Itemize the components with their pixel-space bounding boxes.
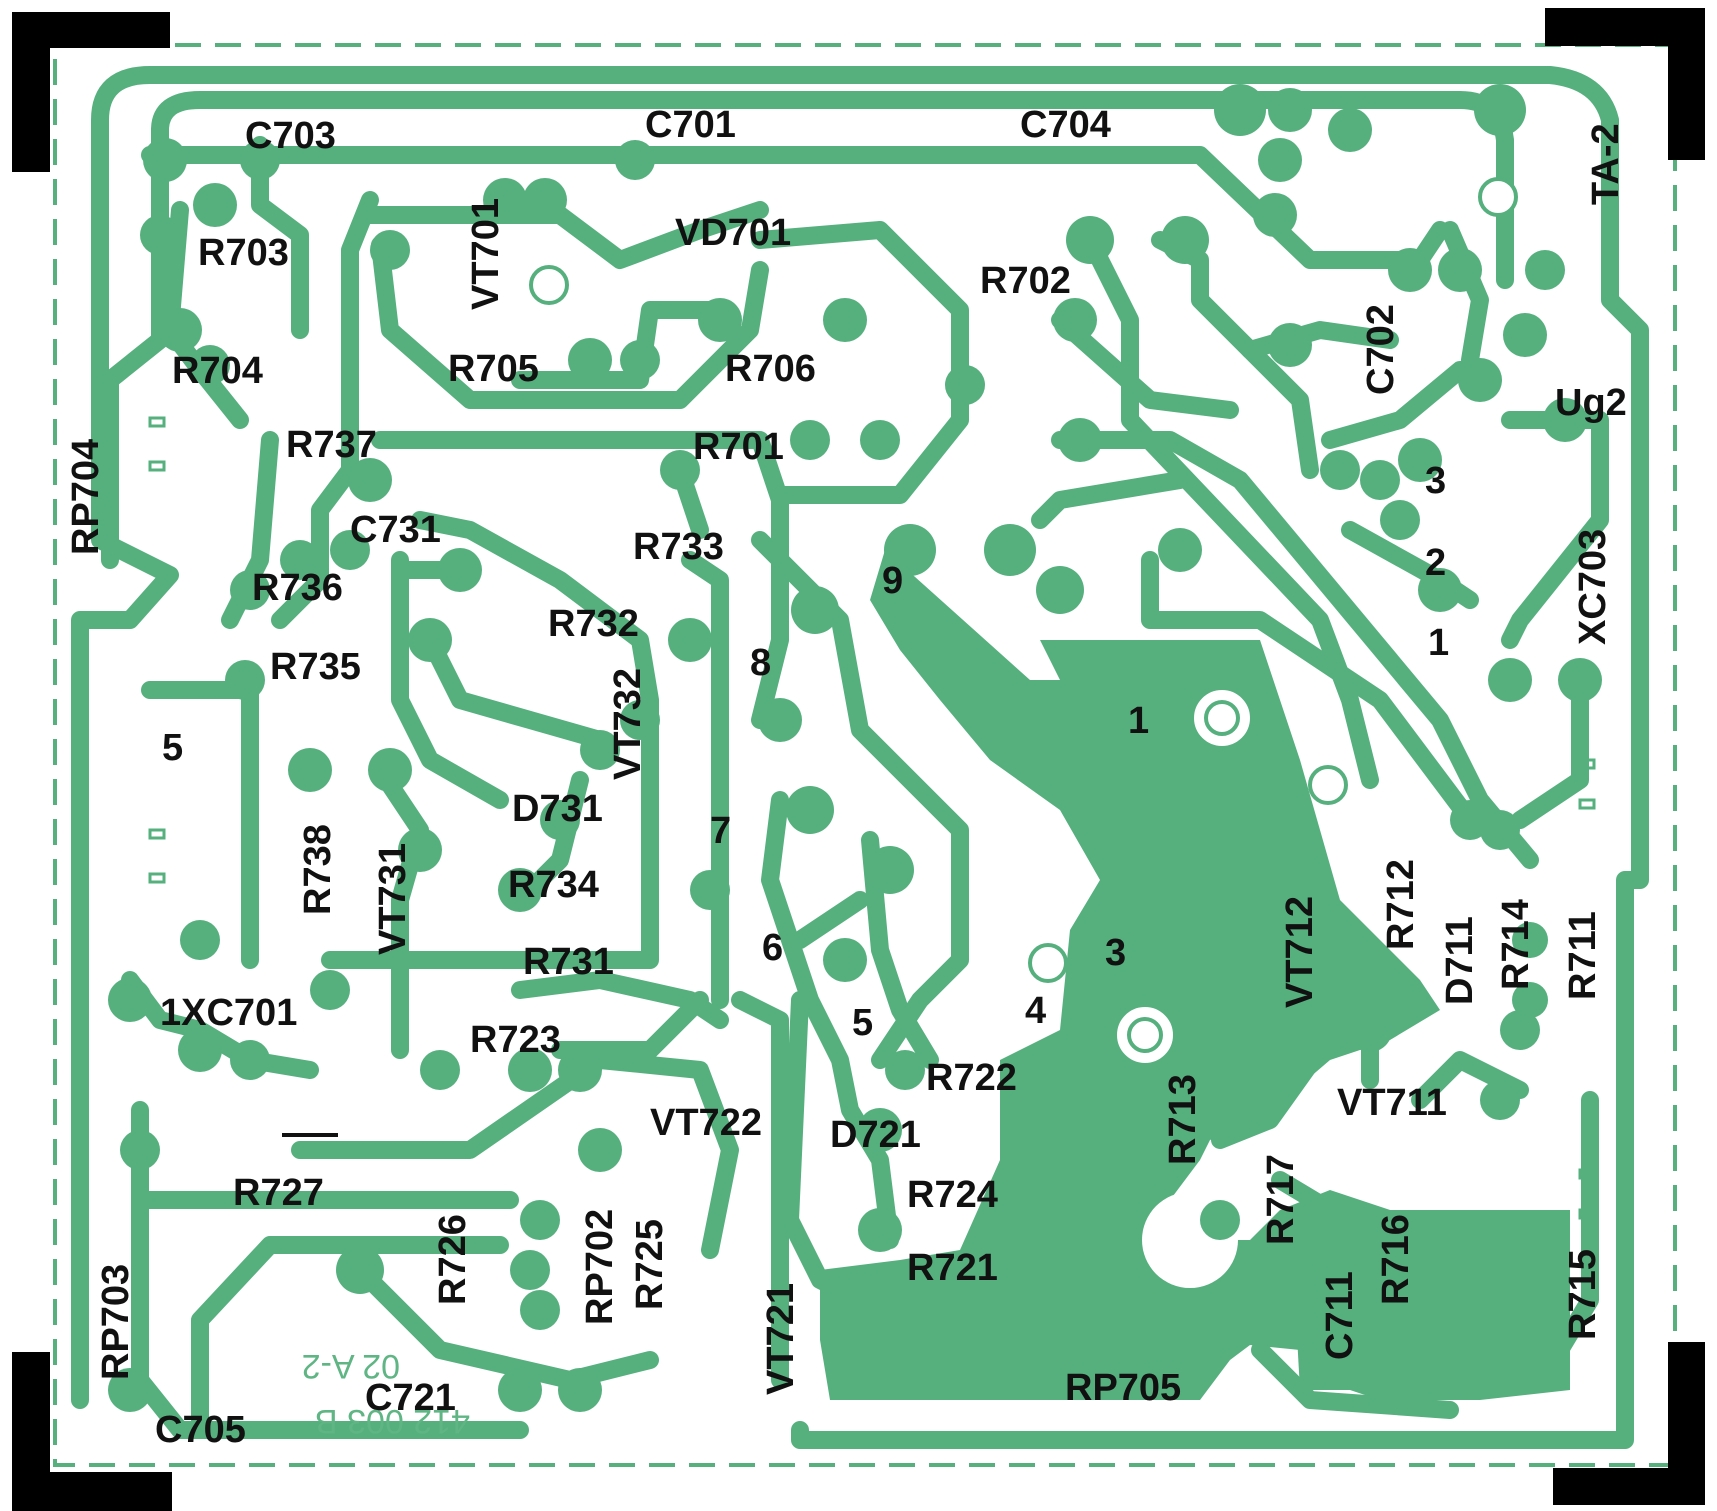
label-r736: R736: [252, 567, 343, 609]
ground-plane-finger: [1290, 1210, 1570, 1390]
label-r703: R703: [198, 232, 289, 274]
mirrored-text-line1: 02 A-2: [302, 1347, 400, 1385]
label-r726: R726: [432, 1214, 474, 1305]
label-r702: R702: [980, 260, 1071, 302]
label-r725: R725: [629, 1219, 671, 1310]
label-r731: R731: [523, 941, 614, 983]
label-r704: R704: [172, 350, 263, 392]
label-ug2: Ug2: [1555, 382, 1627, 424]
label-r738: R738: [297, 824, 339, 915]
label-r701: R701: [693, 426, 784, 468]
label-d711: D711: [1439, 916, 1481, 1005]
label-r734: R734: [508, 864, 599, 906]
mirrored-copper-text: 02 A-2 412 003 B: [302, 1347, 470, 1440]
label-r711: R711: [1562, 911, 1604, 1000]
label-rp705: RP705: [1065, 1367, 1181, 1409]
label-r727: R727: [233, 1172, 324, 1214]
label-c702: C702: [1360, 304, 1402, 395]
label-vt731: VT731: [372, 843, 414, 955]
label-vt732: VT732: [607, 668, 649, 780]
label-r735: R735: [270, 646, 361, 688]
label-r717: R717: [1260, 1154, 1302, 1245]
label-r716: R716: [1375, 1214, 1417, 1305]
ground-plane: [820, 550, 1570, 1400]
label-r705: R705: [448, 348, 539, 390]
label-pin1a: 1: [1428, 622, 1449, 664]
label-pin1b: 1: [1128, 700, 1149, 742]
copper-traces: [71, 66, 1649, 1449]
label-rp704: RP704: [65, 439, 107, 555]
label-ta2: TA-2: [1585, 123, 1627, 205]
label-c703: C703: [245, 115, 336, 157]
label-c704: C704: [1020, 104, 1111, 146]
label-pin7: 7: [710, 810, 731, 852]
label-d721: D721: [830, 1114, 921, 1156]
label-r714: R714: [1495, 899, 1537, 990]
label-vt721: VT721: [760, 1283, 802, 1395]
label-r706: R706: [725, 348, 816, 390]
label-pin5b: 5: [852, 1002, 873, 1044]
label-vt722: VT722: [650, 1102, 762, 1144]
label-c721: C721: [365, 1377, 456, 1419]
label-c731: C731: [350, 509, 441, 551]
label-r723: R723: [470, 1019, 561, 1061]
corner-marks: [12, 8, 1705, 1511]
label-r721: R721: [907, 1247, 998, 1289]
label-pin2: 2: [1425, 542, 1446, 584]
label-pin6: 6: [762, 927, 783, 969]
label-r737: R737: [286, 424, 377, 466]
label-vd701: VD701: [675, 212, 791, 254]
corner-mark-bottom-right: [1553, 1342, 1705, 1505]
label-xc703: XC703: [1572, 529, 1614, 645]
label-vt701: VT701: [465, 198, 507, 310]
label-r715: R715: [1562, 1249, 1604, 1340]
ground-plane-main: [820, 550, 1570, 1400]
label-r722: R722: [926, 1057, 1017, 1099]
label-pin4: 4: [1025, 990, 1046, 1032]
label-c701: C701: [645, 104, 736, 146]
label-r724: R724: [907, 1174, 998, 1216]
mounting-holes: [529, 177, 1518, 1067]
label-rp703: RP703: [95, 1264, 137, 1380]
label-d731: D731: [512, 788, 603, 830]
corner-mark-top-right: [1545, 8, 1705, 160]
label-r732: R732: [548, 603, 639, 645]
label-pin9: 9: [882, 560, 903, 602]
label-rp702: RP702: [579, 1209, 621, 1325]
label-pin3b: 3: [1105, 932, 1126, 974]
solder-pads: [108, 84, 1602, 1412]
label-pin5a: 5: [162, 727, 183, 769]
label-pin8: 8: [750, 642, 771, 684]
label-r713: R713: [1162, 1074, 1204, 1165]
board-edge-dashed: [53, 43, 1677, 1467]
silkscreen-labels: C703 C701 C704 TA-2 R703 VT701 VD701 R70…: [65, 104, 1627, 1451]
label-c705: C705: [155, 1409, 246, 1451]
test-point-markers: [148, 416, 1596, 1220]
mirrored-text-line2: 412 003 B: [315, 1402, 470, 1440]
label-r733: R733: [633, 526, 724, 568]
label-vt711: VT711: [1337, 1082, 1447, 1124]
label-pin3a: 3: [1425, 460, 1446, 502]
corner-mark-bottom-left: [12, 1352, 172, 1511]
label-c711: C711: [1319, 1271, 1361, 1360]
corner-mark-top-left: [12, 12, 170, 172]
label-xc701: 1XC701: [160, 992, 297, 1034]
label-r712: R712: [1380, 859, 1422, 950]
label-vt712: VT712: [1279, 896, 1321, 1008]
